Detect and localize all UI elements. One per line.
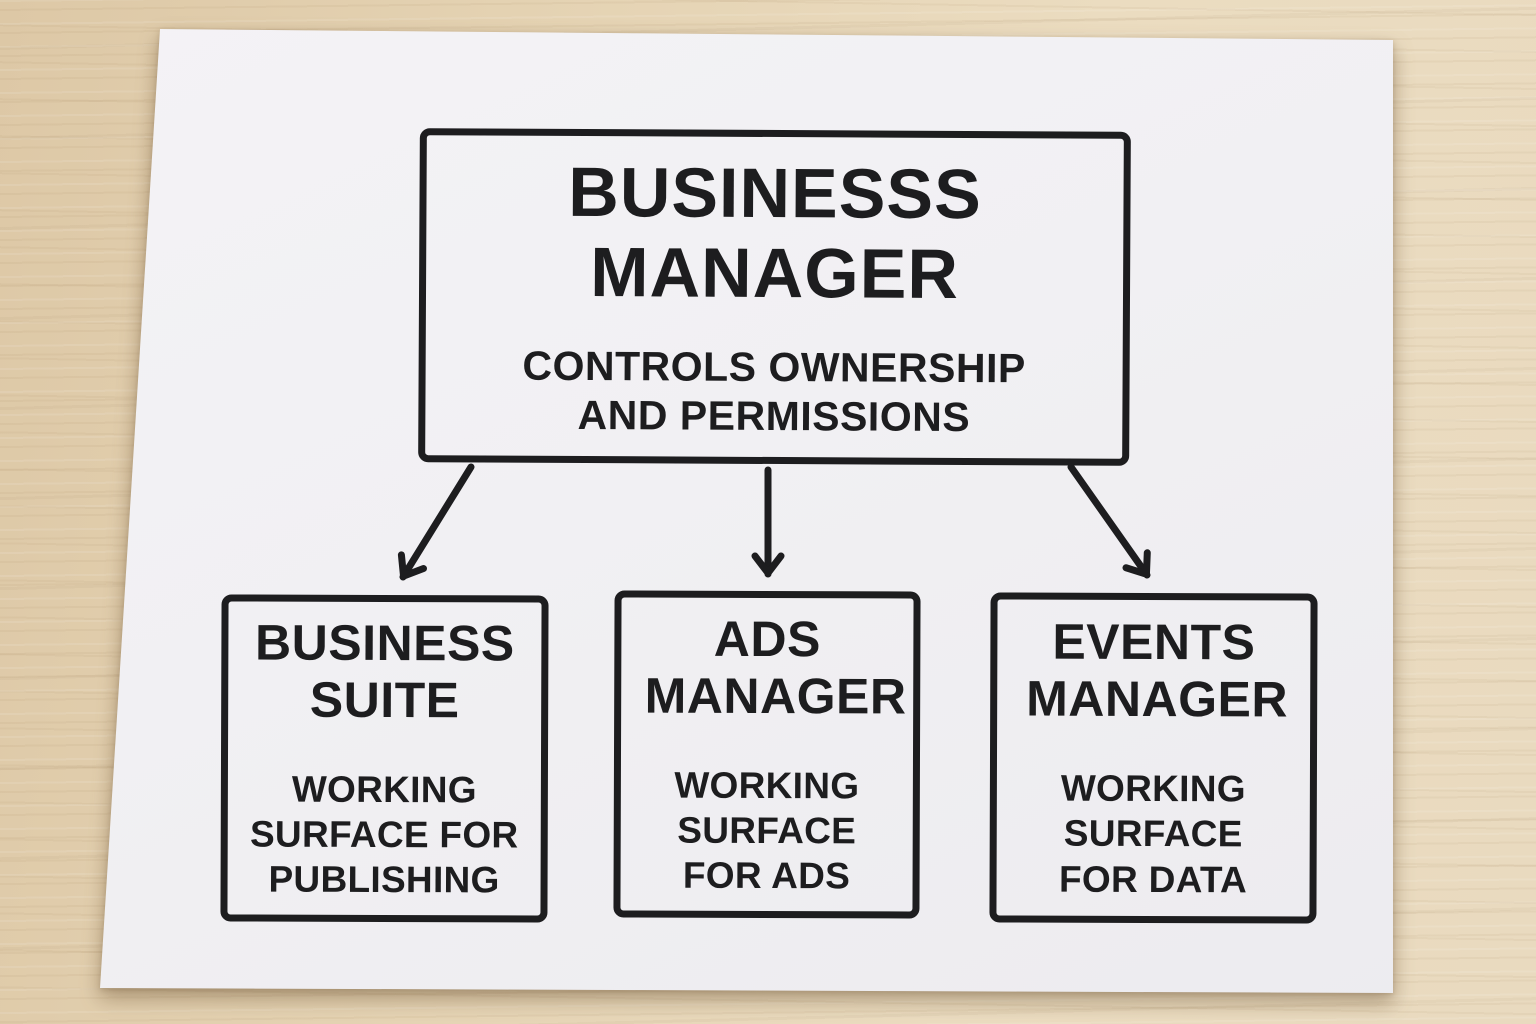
node-ads-manager: ADS MANAGER WORKING SURFACE FOR ADS: [613, 590, 921, 919]
node-business-suite: BUSINESS SUITE WORKING SURFACE FOR PUBLI…: [220, 594, 549, 923]
events-manager-title: EVENTS MANAGER: [1026, 613, 1289, 728]
ads-manager-title: ADS MANAGER: [644, 610, 907, 725]
ads-manager-subtitle: WORKING SURFACE FOR ADS: [674, 764, 860, 897]
business-manager-subtitle: CONTROLS OWNERSHIP AND PERMISSIONS: [522, 343, 1026, 440]
node-business-manager: BUSINESSS MANAGER CONTROLS OWNERSHIP AND…: [418, 128, 1131, 466]
events-manager-subtitle: WORKING SURFACE FOR DATA: [1058, 767, 1248, 900]
business-suite-title: BUSINESS SUITE: [254, 614, 515, 729]
node-events-manager: EVENTS MANAGER WORKING SURFACE FOR DATA: [989, 592, 1318, 924]
business-suite-subtitle: WORKING SURFACE FOR PUBLISHING: [249, 768, 519, 901]
business-manager-title: BUSINESSS MANAGER: [568, 152, 983, 313]
